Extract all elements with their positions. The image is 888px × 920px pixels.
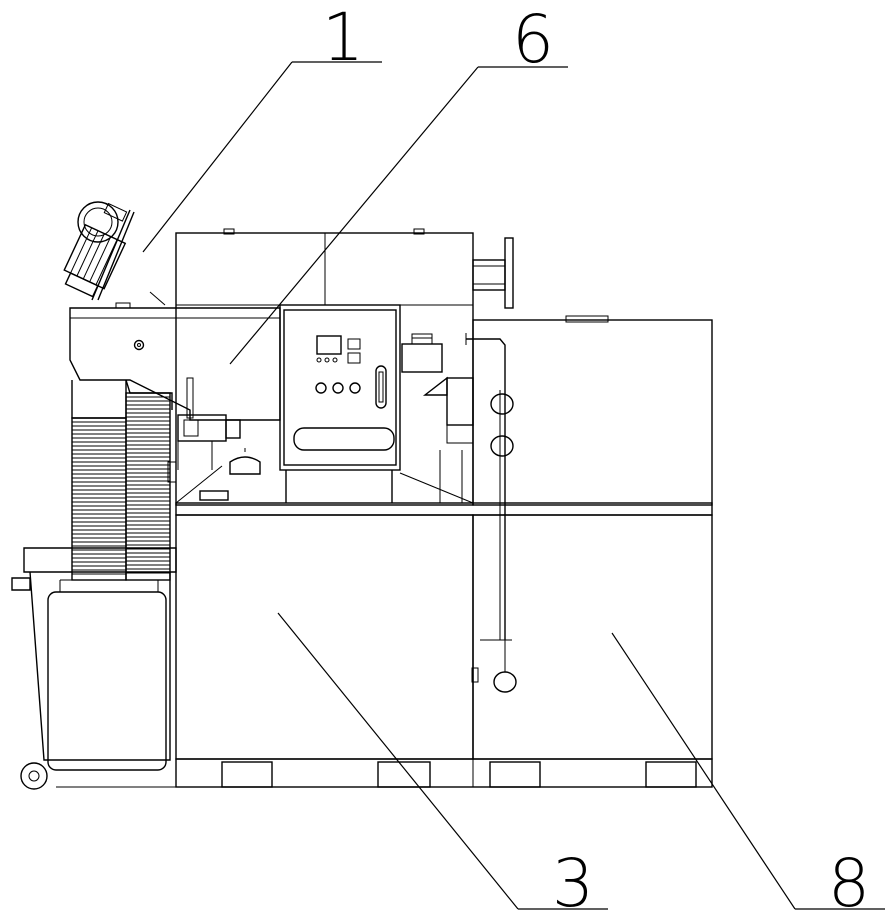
upper-hopper-box: [175, 228, 474, 506]
inner-chute: [167, 448, 474, 504]
float-lower: [493, 671, 517, 693]
motor-assembly: [63, 201, 166, 306]
callout-1-label: 1: [322, 0, 364, 76]
door-handle: [375, 365, 387, 409]
float-upper: [490, 393, 514, 415]
dosing-unit: [401, 333, 474, 503]
callout-8-leader: [611, 632, 885, 910]
corrugated-hose-right: [125, 379, 173, 581]
display-screen: [316, 335, 342, 355]
lower-tank-left: [175, 514, 474, 760]
callout-3-leader: [277, 612, 608, 910]
corrugated-hose-left: [71, 380, 127, 581]
control-cabinet: [279, 304, 401, 503]
control-knob-3: [349, 382, 361, 394]
right-upper-tank: [472, 315, 713, 506]
callout-6-label: 6: [512, 1, 554, 78]
float-middle: [490, 435, 514, 457]
callout-1-leader: [142, 61, 382, 253]
callout-8-label: 8: [828, 845, 870, 920]
callout-3-label: 3: [552, 845, 594, 920]
control-knob-1: [315, 382, 327, 394]
waste-bin: [11, 547, 177, 790]
lower-tank-right: [472, 514, 713, 760]
outlet-flange: [472, 237, 514, 309]
crusher-body: [69, 302, 281, 470]
control-knob-2: [332, 382, 344, 394]
level-sensor: [465, 333, 517, 693]
pallet-base: [56, 758, 713, 788]
callout-6-leader: [229, 66, 568, 365]
vent-slot: [293, 427, 395, 451]
